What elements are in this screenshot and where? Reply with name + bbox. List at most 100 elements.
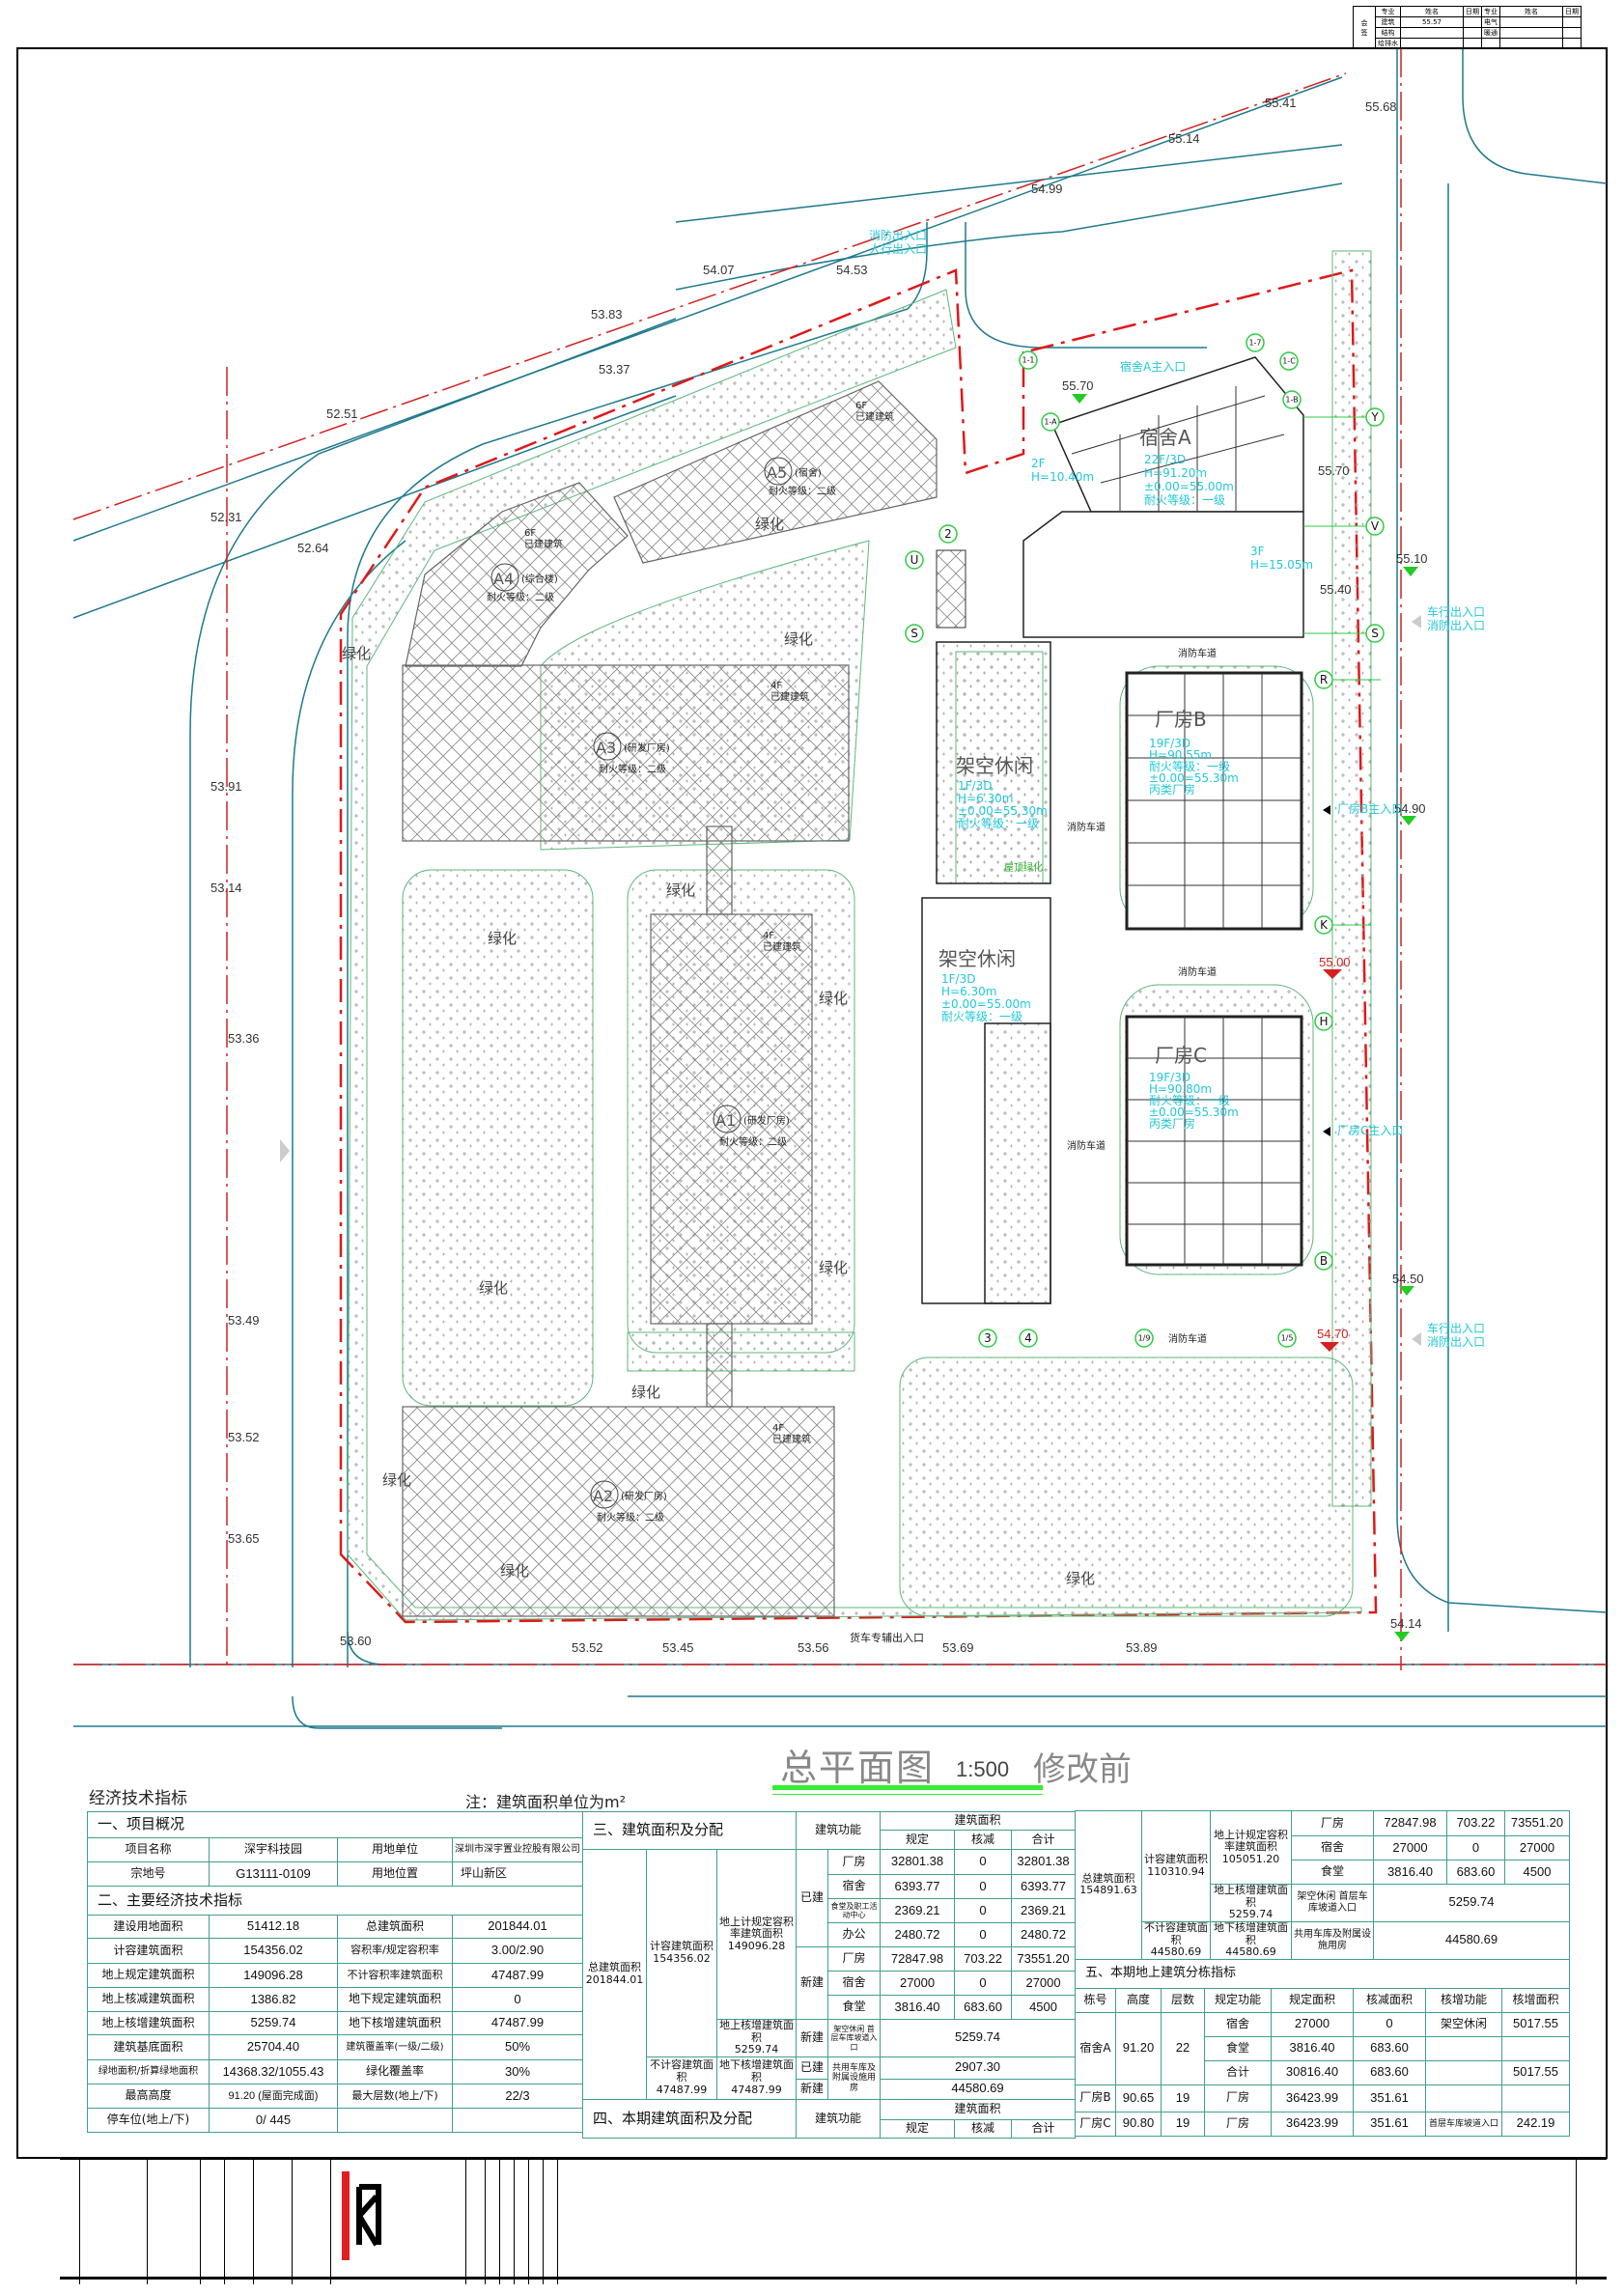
plan-buildings-A5-floors-label: 6F xyxy=(855,401,867,411)
path-element xyxy=(1071,386,1285,512)
plan-dorm-a-specs-0-label: 22F/3D xyxy=(1144,453,1186,466)
td-element xyxy=(1463,27,1482,39)
drawing-scale: 1:500 xyxy=(956,1757,1010,1781)
table3-sec5-label: 五、本期地上建筑分栋指标 xyxy=(1074,1958,1571,1989)
table2-built-rows-0-1-label: 32801.38 xyxy=(880,1849,956,1875)
plan-fire-lane-label: 消防车道 xyxy=(1067,821,1106,833)
table3-dorm-rows-0-2-label: 0 xyxy=(1353,2011,1426,2037)
plan-buildings-A4-use-label: (综合楼) xyxy=(521,573,558,585)
plan-entrances-right-lower-1-label: 消防出入口 xyxy=(1427,1334,1485,1349)
td-element xyxy=(1400,38,1464,49)
table1-rows-0-2-label: 总建筑面积 xyxy=(337,1915,453,1939)
plan-buildings-A1-floors-label: 4F xyxy=(763,931,774,941)
rect-element xyxy=(936,549,966,629)
plan-dorm-a-specs-3-label: 耐火等级：一级 xyxy=(1144,493,1225,507)
table3-far-value-label: 110310.94 xyxy=(1147,1864,1205,1878)
td-element xyxy=(1481,38,1500,49)
plan-entrances-top-1-label: 人行出入口 xyxy=(869,242,927,256)
table2-new-rows-1-3-label: 27000 xyxy=(1011,1971,1077,1996)
table2-built-rows-2-3-label: 2369.21 xyxy=(1011,1898,1077,1923)
plan-entrances-right-upper-0-label: 车行出入口 xyxy=(1427,604,1485,619)
tr-element: 会签 专业姓名日期 专业姓名日期 xyxy=(1353,6,1582,49)
table3-dorm-rows-0-1-label: 27000 xyxy=(1271,2011,1354,2037)
circle-element xyxy=(1314,1012,1333,1031)
path-element xyxy=(675,144,1343,223)
plan-elevations-19-label: 53.45 xyxy=(662,1640,694,1655)
table1-project-1-1-label: G13111-0109 xyxy=(209,1861,338,1887)
table3-headers-3-label: 规定功能 xyxy=(1204,1987,1272,2013)
plan-elevations-1-label: 55.68 xyxy=(1365,99,1397,114)
table2-below-add-label-label: 地下核增建筑面积 xyxy=(719,2058,795,2084)
table3-above-add-func-label: 架空休闲 首层车库坡道入口 xyxy=(1291,1884,1374,1922)
entrance-labels: 消防出入口 人行出入口 车行出入口 消防出入口 车行出入口 消防出入口 货车专辅… xyxy=(280,228,1485,1644)
table3-rows-1-2-label: 0 xyxy=(1446,1835,1505,1860)
table2-new-label: 新建 xyxy=(796,2019,829,2057)
plan-factory-c-specs-1-label: H=90.80m xyxy=(1149,1082,1212,1096)
dorm-a-outline xyxy=(1050,356,1304,513)
table3-rows-0-0-label: 厂房 xyxy=(1291,1810,1374,1836)
plan-buildings-A1-tag-label: A1 xyxy=(715,1111,736,1130)
table3-below-add-value-label: 44580.69 xyxy=(1225,1945,1276,1959)
plan-buildings-A3-fire-label: 耐火等级：二级 xyxy=(599,763,666,775)
table1-rows-7-3-label: 22/3 xyxy=(451,2084,584,2109)
table3-rows-2-3-label: 4500 xyxy=(1504,1860,1570,1885)
table3-buildings-0-1-label: 90.65 xyxy=(1115,2084,1162,2112)
table3-buildings-1-5-label: 351.61 xyxy=(1353,2111,1426,2137)
plan-elevations-20-label: 53.56 xyxy=(798,1640,829,1655)
table3-far-label-label: 计容建筑面积 xyxy=(1144,1853,1208,1866)
pilotis-1 xyxy=(936,641,1051,884)
path-element xyxy=(72,76,1343,542)
table2-below-add-value-label: 47487.99 xyxy=(731,2083,782,2096)
plan-factory-b-specs-0-label: 19F/3D xyxy=(1149,737,1190,750)
building-a5 xyxy=(613,380,938,564)
table2-new-rows-2-1-label: 3816.40 xyxy=(880,1995,956,2020)
plan-axes-13-label: 1/5 xyxy=(1281,1334,1294,1343)
table1-rows-5-0-label: 建筑基底面积 xyxy=(87,2034,210,2060)
table2-total-value-label: 201844.01 xyxy=(585,1972,644,1986)
sign-block-overlay-value-label: 55.57 xyxy=(1400,16,1464,28)
plan-factory-b-specs-3-label: ±0.00=55.30m xyxy=(1149,771,1239,785)
plan-elevations-17-label: 53.60 xyxy=(340,1634,372,1648)
path-element xyxy=(292,540,406,1667)
strip-cell xyxy=(543,2160,547,2284)
plan-axes-11-label: 4 xyxy=(1024,1331,1032,1345)
circle-element xyxy=(593,732,622,761)
rect-element xyxy=(706,1323,733,1408)
table3-dorm-rows-0-3-label: 架空休闲 xyxy=(1425,2011,1502,2037)
tr-element: 二、主要经济技术指标 xyxy=(86,1886,584,1916)
table2-built-label: 已建 xyxy=(796,2056,829,2080)
plan-factory-b-specs-1-label: H=90.55m xyxy=(1149,748,1212,762)
plan-elevations-10-label: 52.64 xyxy=(297,541,329,555)
circle-element xyxy=(1314,915,1333,935)
table3-dorm-rows-1-2-label: 683.60 xyxy=(1353,2035,1426,2061)
new-buildings xyxy=(921,356,1304,1304)
plan-fire-lane-label: 消防车道 xyxy=(1168,1332,1207,1345)
circle-element xyxy=(1365,517,1385,536)
table2-garage-new-label: 44580.69 xyxy=(880,2078,1077,2100)
table2-new-rows-0-3-label: 73551.20 xyxy=(1011,1946,1077,1972)
table1-rows-3-0-label: 地上核减建筑面积 xyxy=(87,1987,210,2012)
table3-non-far-value-label: 44580.69 xyxy=(1150,1945,1202,1959)
table3-rows-1-1-label: 27000 xyxy=(1373,1835,1447,1860)
path-element xyxy=(627,1331,855,1372)
table2-non-far-value-label: 47487.99 xyxy=(656,2083,708,2096)
table2-non-far-label-label: 不计容建筑面积 xyxy=(650,2058,714,2084)
title-underline xyxy=(772,1785,1043,1790)
table1-rows-2-2-label: 不计容积率建筑面积 xyxy=(337,1963,453,1988)
plan-entrances-bottom-label: 货车专辅出入口 xyxy=(850,1631,924,1644)
table1-rows-7-0-label: 最高高度 xyxy=(87,2084,210,2109)
table2-built-rows-3-1-label: 2480.72 xyxy=(880,1922,956,1947)
table2-sub-headers-1-label: 核减 xyxy=(954,2118,1013,2139)
td-element xyxy=(1499,16,1563,28)
table2-built-rows-1-1-label: 6393.77 xyxy=(880,1874,956,1899)
plan-axes-7-label: U xyxy=(910,553,919,567)
